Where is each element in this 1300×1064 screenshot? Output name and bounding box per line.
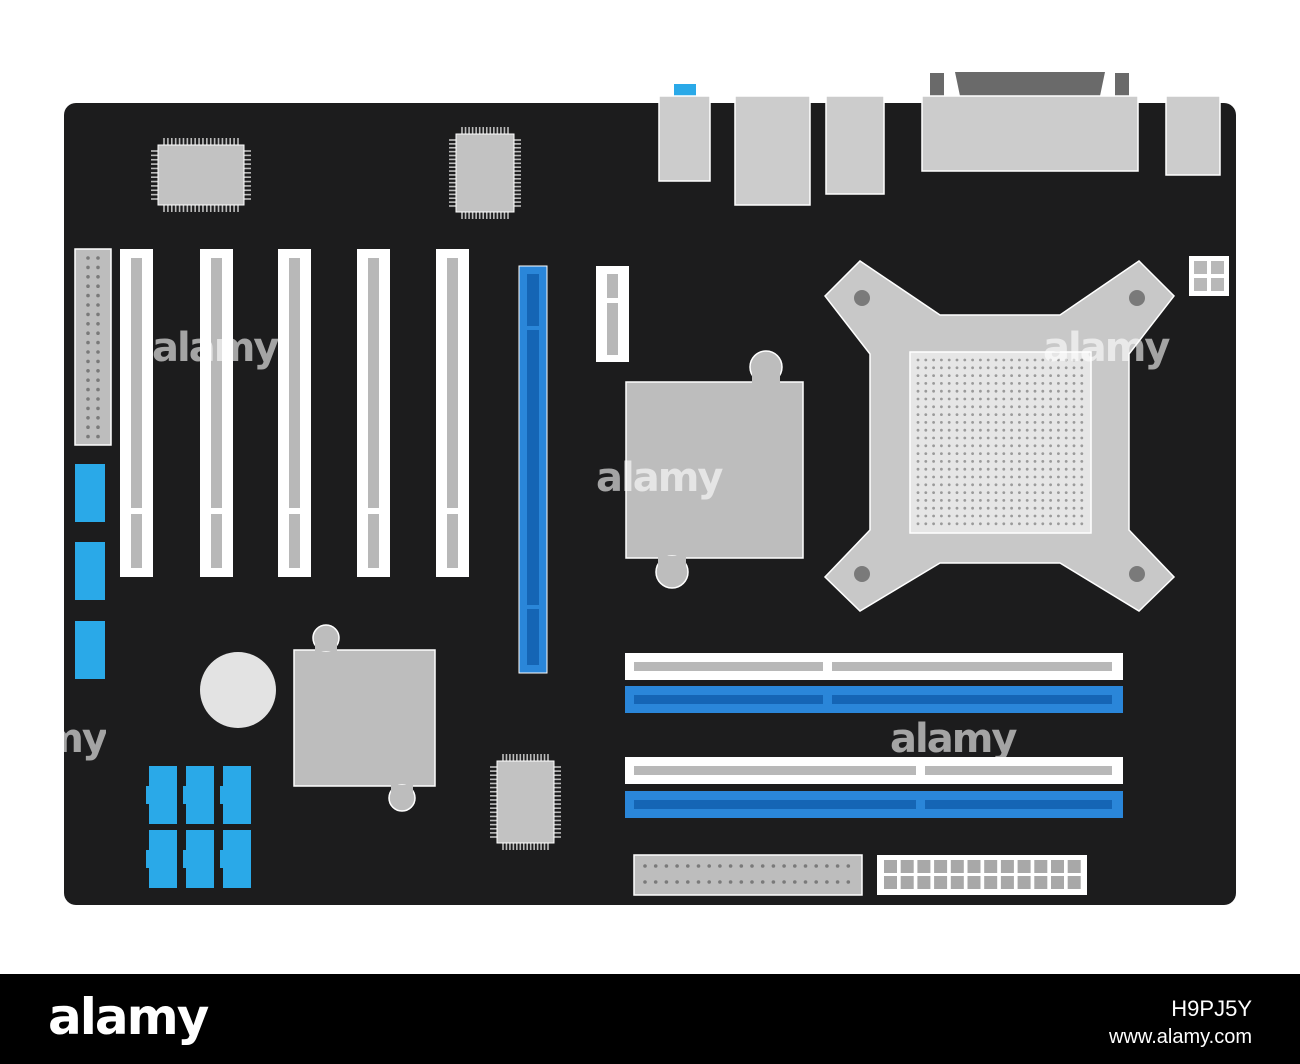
sata-port-2 <box>183 766 214 824</box>
vga-port-tab <box>674 84 696 96</box>
sata-port-4 <box>146 830 177 888</box>
dimm-slot-3 <box>625 757 1123 784</box>
bracket-screw-bl <box>854 566 870 582</box>
motherboard-diagram <box>64 72 1236 905</box>
ide-header <box>633 854 863 896</box>
pci-slot-4 <box>357 249 390 577</box>
parallel-port <box>921 95 1139 172</box>
sata-ports <box>146 766 251 888</box>
pci-slots <box>120 249 469 577</box>
parallel-port-screw-left <box>930 73 944 97</box>
sata-port-6 <box>220 830 251 888</box>
parallel-port-shell <box>955 72 1105 96</box>
cmos-battery <box>200 652 276 728</box>
chip-top-left <box>151 138 251 212</box>
audio-port <box>1165 95 1221 176</box>
bracket-screw-tr <box>1129 290 1145 306</box>
dimm-slot-1 <box>625 653 1123 680</box>
footer-image-id: H9PJ5Y <box>1171 996 1252 1021</box>
ps2-port <box>658 95 711 182</box>
dimm-slots <box>625 653 1123 818</box>
pci-slot-2 <box>200 249 233 577</box>
floppy-header <box>74 248 112 446</box>
cpu-socket <box>909 351 1092 534</box>
pcie-x1-slot <box>596 266 629 362</box>
atx-4pin-power <box>1189 256 1229 296</box>
northbridge-heatsink <box>625 350 804 589</box>
parallel-port-screw-right <box>1115 73 1129 97</box>
bracket-screw-br <box>1129 566 1145 582</box>
sata-port-5 <box>183 830 214 888</box>
footer-logo: alamy <box>48 988 209 1046</box>
footer-url: www.alamy.com <box>1109 1026 1252 1048</box>
pcie-x16-slot <box>518 265 548 674</box>
rear-io-panel <box>658 72 1221 206</box>
sata-port-3 <box>220 766 251 824</box>
pci-slot-5 <box>436 249 469 577</box>
footer-bar: alamy H9PJ5Y www.alamy.com <box>0 974 1300 1064</box>
southbridge-heatsink <box>293 624 436 812</box>
pci-slot-3 <box>278 249 311 577</box>
sata-port-1 <box>146 766 177 824</box>
atx-24pin-power <box>877 855 1087 895</box>
chip-bottom <box>490 754 561 850</box>
usb-port-stack <box>825 95 885 195</box>
chip-top-middle <box>449 127 521 219</box>
dimm-slot-4 <box>625 791 1123 818</box>
pci-slot-1 <box>120 249 153 577</box>
dimm-slot-2 <box>625 686 1123 713</box>
usb-ethernet-port <box>734 95 811 206</box>
cpu-retention-bracket <box>823 260 1176 612</box>
bracket-screw-tl <box>854 290 870 306</box>
usb-headers <box>75 464 105 679</box>
